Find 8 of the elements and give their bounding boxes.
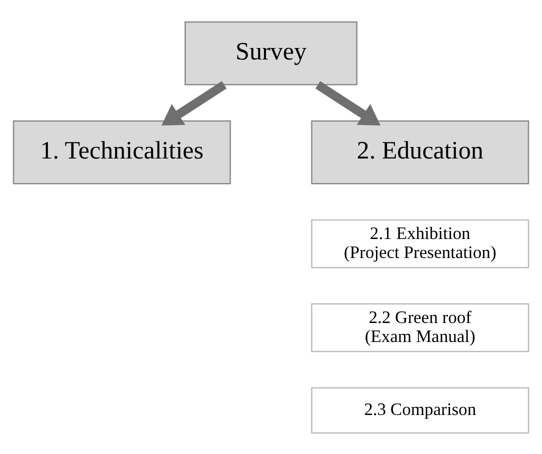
arrow <box>315 80 381 125</box>
node-box: 2.3 Comparison <box>311 386 530 434</box>
arrow <box>161 80 227 125</box>
node-box: Survey <box>184 20 358 85</box>
node-box: 2.2 Green roof (Exam Manual) <box>311 302 530 352</box>
node-box: 2.1 Exhibition (Project Presentation) <box>311 218 530 268</box>
node-box: 2. Education <box>311 120 530 184</box>
node-box: 1. Technicalities <box>12 120 231 184</box>
